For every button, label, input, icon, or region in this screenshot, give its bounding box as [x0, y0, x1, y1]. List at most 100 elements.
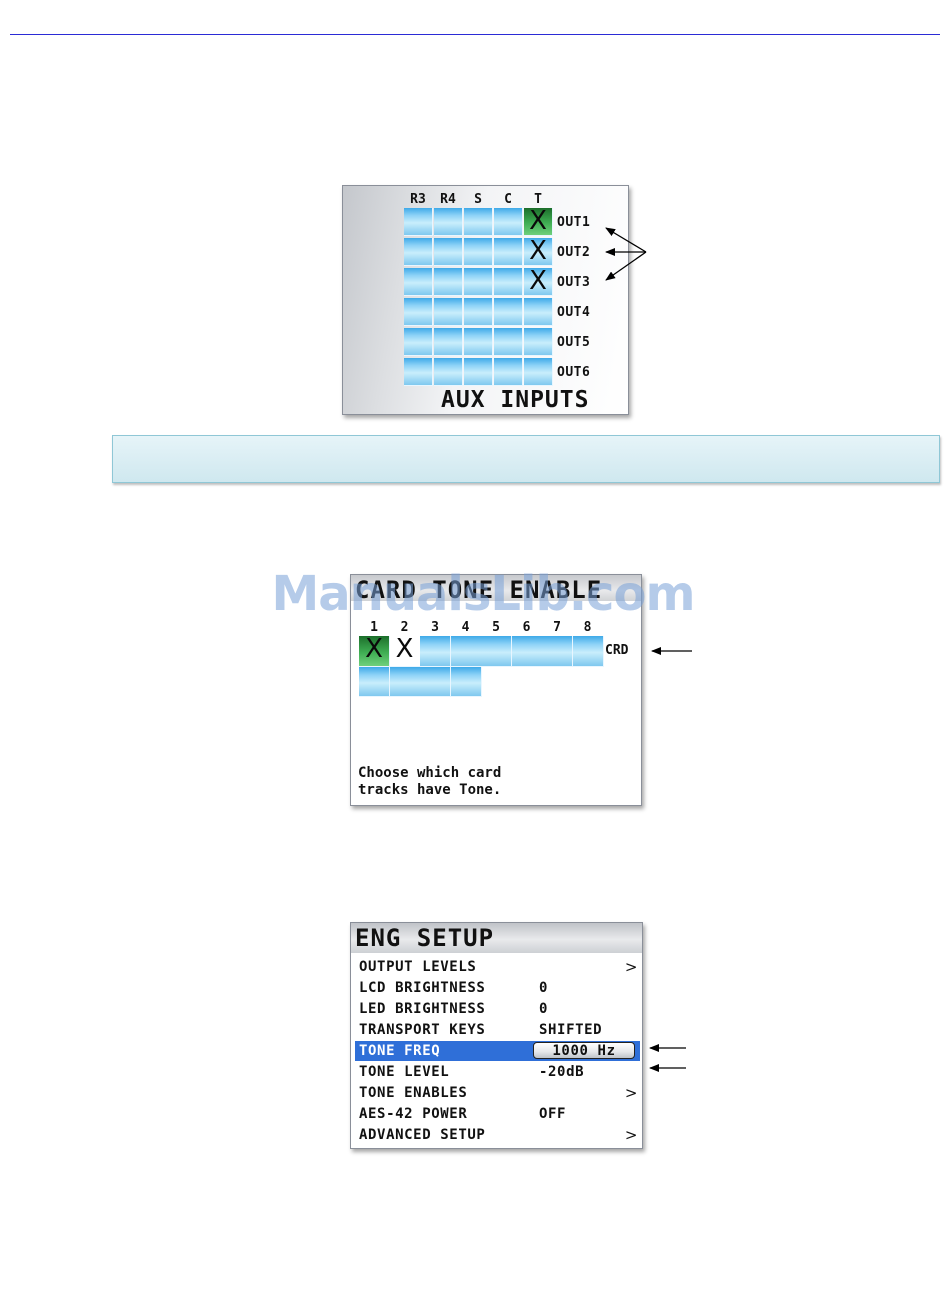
- menu-item-transport-keys[interactable]: TRANSPORT KEYS SHIFTED: [355, 1020, 640, 1040]
- aux-route-cell[interactable]: [404, 208, 433, 236]
- aux-route-cell[interactable]: [464, 358, 493, 386]
- card-track-cell[interactable]: [389, 667, 421, 697]
- card-track-cell[interactable]: [511, 636, 543, 667]
- menu-item-aes-42-power[interactable]: AES-42 POWER OFF: [355, 1104, 640, 1124]
- aux-route-cell[interactable]: [494, 358, 523, 386]
- tone-x-mark: X: [365, 634, 383, 664]
- card-help-text: Choose which card tracks have Tone.: [358, 765, 502, 798]
- aux-route-cell[interactable]: [434, 268, 463, 296]
- menu-item-output-levels[interactable]: OUTPUT LEVELS >: [355, 957, 640, 977]
- aux-output-label: OUT2: [557, 245, 591, 260]
- card-track-cell[interactable]: X: [359, 634, 390, 667]
- card-track-cell[interactable]: [450, 667, 482, 697]
- aux-route-cell[interactable]: X: [524, 266, 553, 296]
- menu-item-label: TONE FREQ: [359, 1043, 441, 1059]
- card-track-cell[interactable]: [359, 667, 390, 697]
- aux-column-header: C: [504, 192, 512, 207]
- aux-route-cell[interactable]: [464, 298, 493, 326]
- aux-inputs-title: AUX INPUTS: [441, 387, 590, 413]
- aux-route-cell[interactable]: [464, 328, 493, 356]
- aux-route-cell[interactable]: [464, 208, 493, 236]
- menu-item-tone-level[interactable]: TONE LEVEL -20dB: [355, 1062, 640, 1082]
- aux-route-cell[interactable]: [494, 328, 523, 356]
- watermark: ManualsLib.com: [271, 566, 696, 622]
- menu-item-value: OFF: [539, 1106, 567, 1122]
- menu-item-advanced-setup[interactable]: ADVANCED SETUP>: [355, 1125, 640, 1145]
- aux-route-cell[interactable]: [434, 328, 463, 356]
- header-rule: [10, 34, 940, 35]
- card-track-cell[interactable]: [572, 636, 604, 667]
- track-number: 2: [400, 620, 409, 635]
- aux-route-cell[interactable]: [524, 358, 553, 386]
- card-track-cell[interactable]: [481, 636, 512, 667]
- aux-route-cell[interactable]: [404, 358, 433, 386]
- aux-column-header: R4: [440, 192, 456, 207]
- aux-route-cell[interactable]: [434, 298, 463, 326]
- aux-output-label: OUT6: [557, 365, 591, 380]
- aux-route-cell[interactable]: [494, 298, 523, 326]
- aux-route-cell[interactable]: [494, 208, 523, 236]
- menu-item-label: OUTPUT LEVELS: [359, 959, 477, 975]
- track-number: 1: [370, 620, 378, 635]
- menu-item-tone-freq[interactable]: TONE FREQ 1000 Hz: [355, 1041, 640, 1061]
- track-number: 6: [522, 620, 531, 635]
- aux-route-cell[interactable]: [464, 238, 493, 266]
- aux-route-cell[interactable]: X: [524, 206, 553, 236]
- menu-item-label: TRANSPORT KEYS: [359, 1022, 486, 1038]
- eng-setup-title: ENG SETUP: [351, 923, 642, 953]
- aux-route-cell[interactable]: [404, 238, 433, 266]
- menu-item-label: TONE ENABLES: [359, 1085, 468, 1101]
- aux-route-cell[interactable]: [494, 268, 523, 296]
- aux-route-cell[interactable]: [404, 298, 433, 326]
- chevron-right-icon: >: [624, 958, 638, 976]
- aux-column-header: R3: [410, 192, 426, 207]
- menu-item-value: 0: [539, 1001, 549, 1017]
- aux-route-cell[interactable]: [464, 268, 493, 296]
- aux-route-cell[interactable]: [434, 238, 463, 266]
- track-number: 4: [461, 620, 470, 635]
- menu-item-value: -20dB: [539, 1064, 585, 1080]
- aux-output-label: OUT1: [557, 215, 591, 230]
- aux-route-cell[interactable]: X: [524, 236, 553, 266]
- track-number: 7: [553, 620, 561, 635]
- note-bar: [112, 435, 940, 483]
- crd-row-label: CRD: [605, 643, 629, 658]
- card-track-cell[interactable]: [420, 667, 451, 697]
- menu-item-value[interactable]: 1000 Hz: [533, 1042, 635, 1059]
- aux-route-cell[interactable]: [524, 328, 553, 356]
- track-number: 3: [431, 620, 439, 635]
- aux-route-cell[interactable]: [434, 208, 463, 236]
- route-x-mark: X: [529, 206, 547, 236]
- track-number: 5: [492, 620, 500, 635]
- menu-item-label: TONE LEVEL: [359, 1064, 450, 1080]
- card-track-cell[interactable]: [420, 636, 451, 667]
- tone-x-mark: X: [395, 634, 414, 664]
- aux-route-cell[interactable]: [524, 298, 553, 326]
- menu-item-label: LCD BRIGHTNESS: [359, 980, 486, 996]
- aux-route-cell[interactable]: [404, 328, 433, 356]
- route-x-mark: X: [529, 266, 547, 296]
- card-track-cell[interactable]: [542, 636, 573, 667]
- aux-output-label: OUT5: [557, 335, 591, 350]
- track-number: 8: [583, 620, 592, 635]
- card-track-cell[interactable]: [450, 636, 482, 667]
- menu-item-lcd-brightness[interactable]: LCD BRIGHTNESS 0: [355, 978, 640, 998]
- menu-item-tone-enables[interactable]: TONE ENABLES >: [355, 1083, 640, 1103]
- menu-item-label: AES-42 POWER: [359, 1106, 468, 1122]
- aux-route-cell[interactable]: [434, 358, 463, 386]
- card-tone-enable-title: CARD TONE ENABLE: [351, 575, 641, 601]
- chevron-right-icon: >: [624, 1084, 638, 1102]
- card-track-cell[interactable]: X: [389, 634, 421, 667]
- menu-item-value: 0: [539, 980, 549, 996]
- aux-route-cell[interactable]: [404, 268, 433, 296]
- menu-item-value: SHIFTED: [539, 1022, 603, 1038]
- aux-output-label: OUT3: [557, 275, 591, 290]
- aux-route-cell[interactable]: [494, 238, 523, 266]
- aux-output-label: OUT4: [557, 305, 591, 320]
- route-x-mark: X: [529, 236, 547, 266]
- aux-column-header: S: [474, 192, 482, 207]
